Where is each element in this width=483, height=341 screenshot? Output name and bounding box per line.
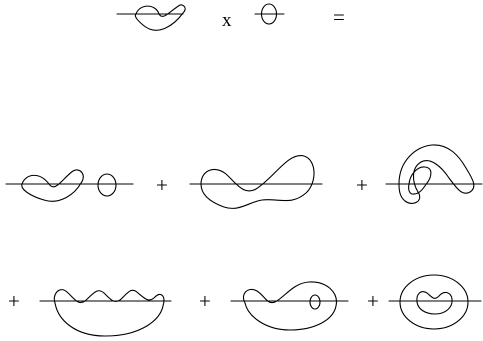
rhs-term-3-inner-loop (408, 166, 432, 195)
rhs-term-2 (189, 155, 323, 209)
rhs-term-3 (385, 144, 483, 204)
rhs-term-5-inner-loop (309, 294, 321, 310)
rhs-term-3-outer-loop (398, 144, 475, 204)
plus-symbol-1: + (156, 173, 168, 197)
rhs-term-6-outer-loop (399, 274, 469, 330)
lhs-curve-b-loop (260, 3, 278, 25)
lhs-curve-a (116, 4, 186, 31)
equals-symbol: = (333, 5, 345, 29)
plus-symbol-2: + (356, 173, 368, 197)
rhs-term-5-outer-loop (242, 281, 337, 331)
rhs-term-5 (230, 281, 349, 331)
plus-symbol-3: + (8, 289, 20, 313)
rhs-term-6 (388, 274, 482, 330)
rhs-term-1 (5, 169, 134, 202)
times-symbol: x (222, 10, 232, 31)
plus-symbol-5: + (367, 289, 379, 313)
lhs-curve-b (254, 3, 285, 25)
plus-symbol-4: + (199, 289, 211, 313)
rhs-term-6-inner-loop (416, 291, 453, 315)
rhs-term-2-loop (200, 155, 315, 209)
lhs-curve-a-loop (134, 4, 186, 31)
rhs-term-1-loop-b (97, 173, 117, 197)
rhs-term-4-loop (53, 289, 165, 337)
rhs-term-1-loop-a (21, 169, 84, 202)
rhs-term-4 (39, 289, 172, 337)
